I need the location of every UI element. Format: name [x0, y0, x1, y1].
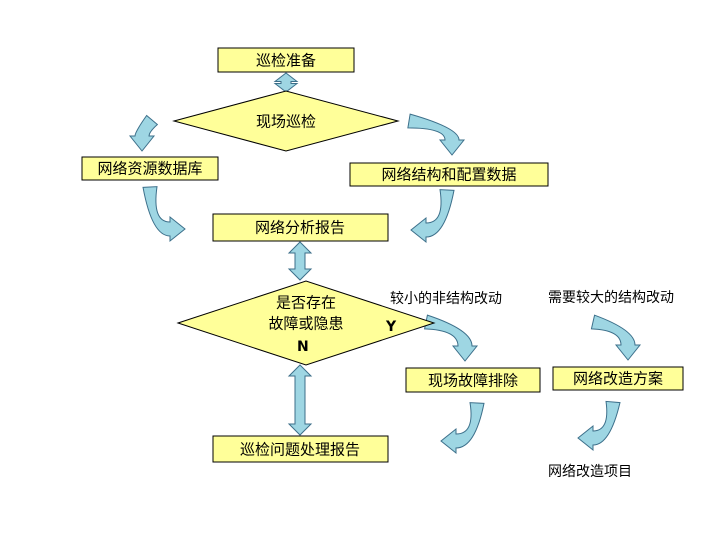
node-structure-config: 网络结构和配置数据: [349, 162, 549, 187]
node-structure-config-label: 网络结构和配置数据: [381, 166, 516, 184]
node-problem-report-label: 巡检问题处理报告: [240, 441, 360, 459]
curved-arrow-icon: [410, 189, 455, 244]
node-fault-removal: 现场故障排除: [405, 367, 541, 393]
node-analysis-report-label: 网络分析报告: [255, 219, 345, 237]
label-no: N: [297, 339, 309, 355]
double-arrow-icon: [287, 364, 313, 436]
node-transform-plan: 网络改造方案: [552, 366, 684, 391]
double-arrow-icon: [287, 241, 313, 281]
curved-arrow-icon: [128, 114, 159, 152]
node-analysis-report: 网络分析报告: [212, 213, 389, 242]
node-decision: 是否存在 故障或隐患: [176, 280, 436, 366]
label-transform-project: 网络改造项目: [548, 464, 632, 480]
curved-arrow-icon: [423, 314, 479, 362]
node-fault-removal-label: 现场故障排除: [428, 372, 518, 390]
label-large-change: 需要较大的结构改动: [548, 290, 674, 306]
node-site-inspection: 现场巡检: [172, 90, 400, 152]
node-decision-line1: 是否存在: [276, 294, 336, 312]
double-arrow-icon: [273, 72, 299, 93]
node-site-inspection-label: 现场巡检: [256, 113, 316, 131]
node-problem-report: 巡检问题处理报告: [212, 435, 389, 463]
node-decision-line2: 故障或隐患: [268, 315, 343, 333]
node-resource-db-label: 网络资源数据库: [97, 160, 202, 178]
label-small-change: 较小的非结构改动: [390, 291, 502, 307]
node-prepare-label: 巡检准备: [256, 52, 316, 70]
curved-arrow-icon: [142, 186, 186, 243]
curved-arrow-icon: [577, 400, 621, 452]
curved-arrow-icon: [440, 402, 485, 455]
node-resource-db: 网络资源数据库: [81, 156, 219, 181]
node-prepare: 巡检准备: [217, 47, 355, 73]
curved-arrow-icon: [590, 314, 642, 361]
node-transform-plan-label: 网络改造方案: [573, 370, 663, 388]
label-yes: Y: [385, 319, 397, 335]
curved-arrow-icon: [407, 113, 466, 156]
